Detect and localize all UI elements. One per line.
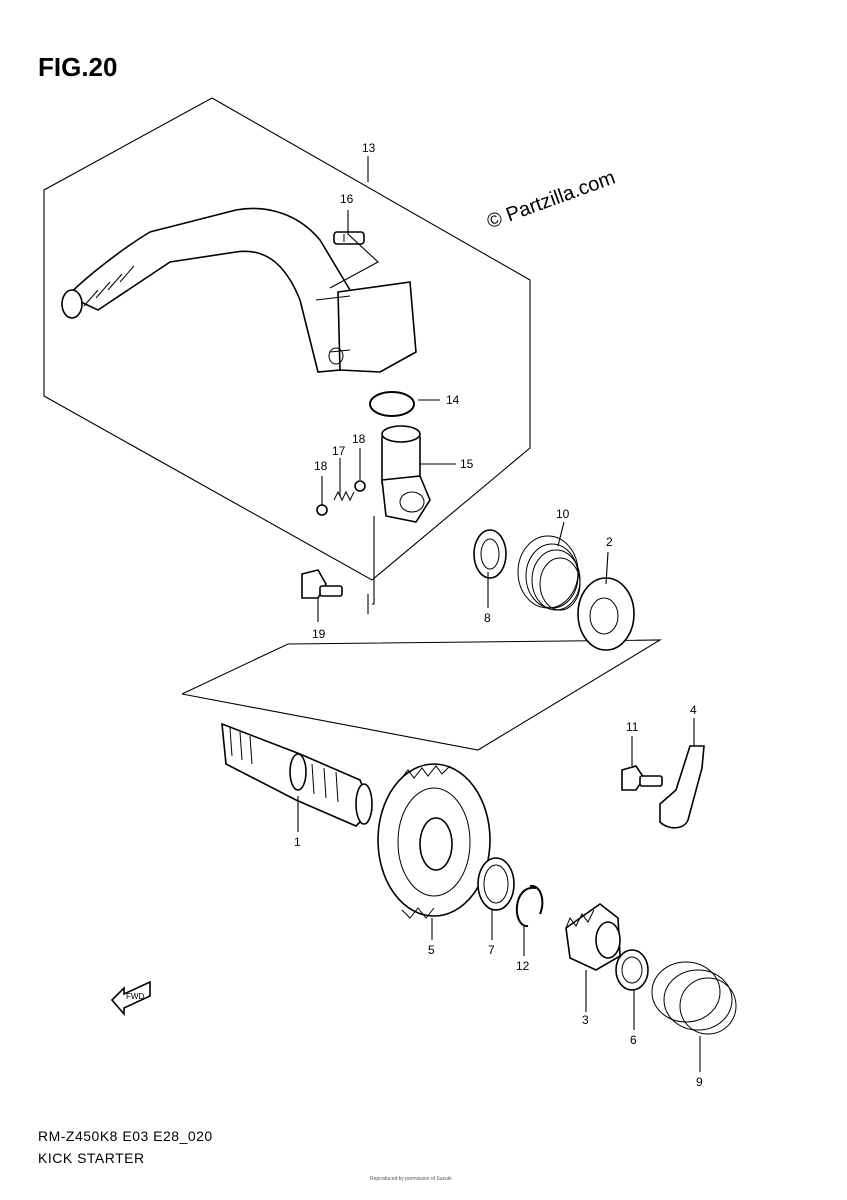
callout-18-left: 18 (314, 459, 328, 473)
kick-shaft-1 (221, 722, 373, 827)
callout-18-right: 18 (352, 432, 366, 446)
group-frame-upper (43, 97, 531, 581)
callout-8: 8 (484, 611, 491, 625)
callout-11: 11 (626, 720, 639, 734)
ball-18-left (316, 504, 328, 516)
callout-17: 17 (332, 444, 346, 458)
callout-12: 12 (516, 959, 530, 973)
callout-13: 13 (362, 141, 376, 155)
kick-gear-5 (377, 763, 491, 919)
washer-2 (577, 577, 635, 651)
spring-17 (333, 490, 355, 502)
callout-4: 4 (690, 703, 697, 717)
ball-18-right (354, 480, 366, 492)
callout-3: 3 (582, 1013, 589, 1027)
model-code: RM-Z450K8 E03 E28_020 (38, 1128, 213, 1144)
bolt-11 (621, 765, 663, 791)
washer-7 (477, 857, 515, 911)
circlip-12 (515, 884, 544, 927)
callout-15: 15 (460, 457, 474, 471)
group-frame-lower (181, 639, 663, 751)
callout-9: 9 (696, 1075, 703, 1089)
spring-10 (517, 535, 581, 611)
fine-print: Reproduced by permission of Suzuki (370, 1176, 452, 1182)
figure-title: FIG.20 (38, 52, 118, 82)
kick-starter-lever (61, 207, 417, 373)
washer-6 (615, 949, 649, 991)
callout-19: 19 (312, 627, 326, 641)
ratchet-3 (565, 903, 621, 971)
spring-9 (651, 961, 737, 1035)
callout-7: 7 (488, 943, 495, 957)
bolt-19 (301, 569, 343, 599)
callout-1: 1 (294, 835, 301, 849)
callout-16: 16 (340, 192, 354, 206)
callout-2: 2 (606, 535, 613, 549)
leader-lines (297, 156, 701, 1072)
callout-5: 5 (428, 943, 435, 957)
bolt-16 (333, 231, 365, 245)
plate-4 (659, 745, 705, 829)
callout-14: 14 (446, 393, 460, 407)
callout-10: 10 (556, 507, 570, 521)
o-ring-14 (369, 391, 415, 417)
callout-6: 6 (630, 1033, 637, 1047)
section-name: KICK STARTER (38, 1150, 145, 1166)
oil-seal-8 (473, 529, 507, 579)
fwd-arrow: FWD (110, 980, 151, 1017)
shaft-15 (381, 425, 431, 523)
fwd-label: FWD (126, 992, 144, 1001)
